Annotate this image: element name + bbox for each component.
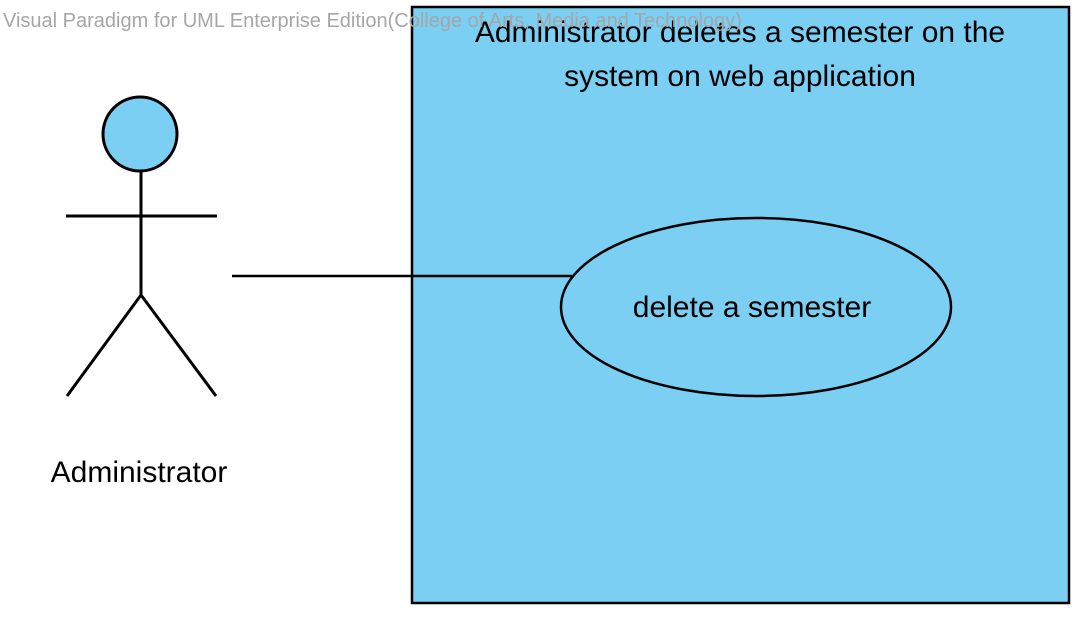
actor-figure[interactable] bbox=[65, 95, 218, 397]
actor-left-leg bbox=[65, 294, 143, 397]
actor-head bbox=[101, 95, 179, 173]
watermark-text: Visual Paradigm for UML Enterprise Editi… bbox=[3, 10, 742, 32]
system-boundary-title-line2: system on web application bbox=[564, 60, 916, 93]
system-boundary-title-line1: Administrator deletes a semester on the bbox=[475, 16, 1005, 49]
actor-name: Administrator bbox=[51, 456, 228, 489]
use-case-label: delete a semester bbox=[633, 291, 871, 324]
use-case-ellipse[interactable] bbox=[559, 216, 953, 398]
actor-right-leg bbox=[139, 294, 218, 397]
